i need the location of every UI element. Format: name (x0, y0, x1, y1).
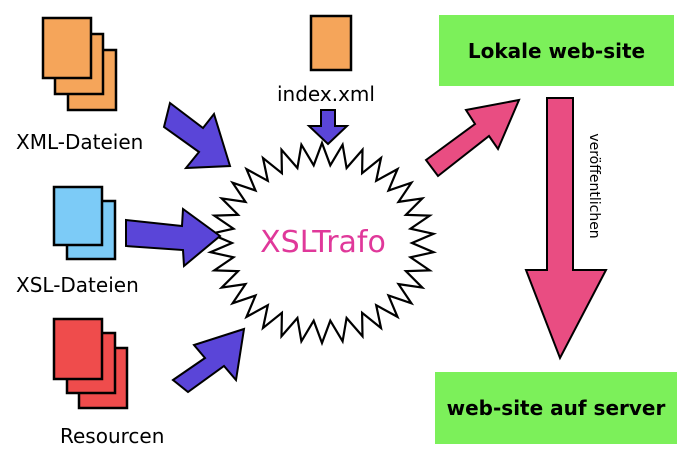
resource-input-arrow (171, 327, 246, 394)
xsl-transform-label: XSLTrafo (260, 225, 386, 260)
xsl-files-label: XSL-Dateien (16, 273, 139, 297)
index-input-arrow (306, 109, 350, 146)
local-site-box: Lokale web-site (439, 15, 674, 86)
starburst-icon (206, 139, 438, 347)
index-document-icon (309, 14, 353, 72)
xsl-input-arrow (125, 207, 222, 269)
xml-document-stack-icon (41, 16, 118, 112)
local-site-output-arrow (424, 98, 521, 178)
resources-label: Resourcen (60, 424, 165, 448)
local-site-label: Lokale web-site (467, 38, 646, 63)
index-file-label: index.xml (277, 82, 375, 106)
server-site-box: web-site auf server (435, 372, 677, 444)
publish-label: veröffentlichen (586, 133, 602, 239)
resource-document-stack-icon (52, 317, 129, 410)
xml-input-arrow (162, 101, 232, 170)
publish-arrow (524, 97, 608, 361)
xsl-document-stack-icon (52, 185, 117, 261)
xml-files-label: XML-Dateien (16, 130, 144, 154)
server-site-label: web-site auf server (446, 396, 666, 420)
